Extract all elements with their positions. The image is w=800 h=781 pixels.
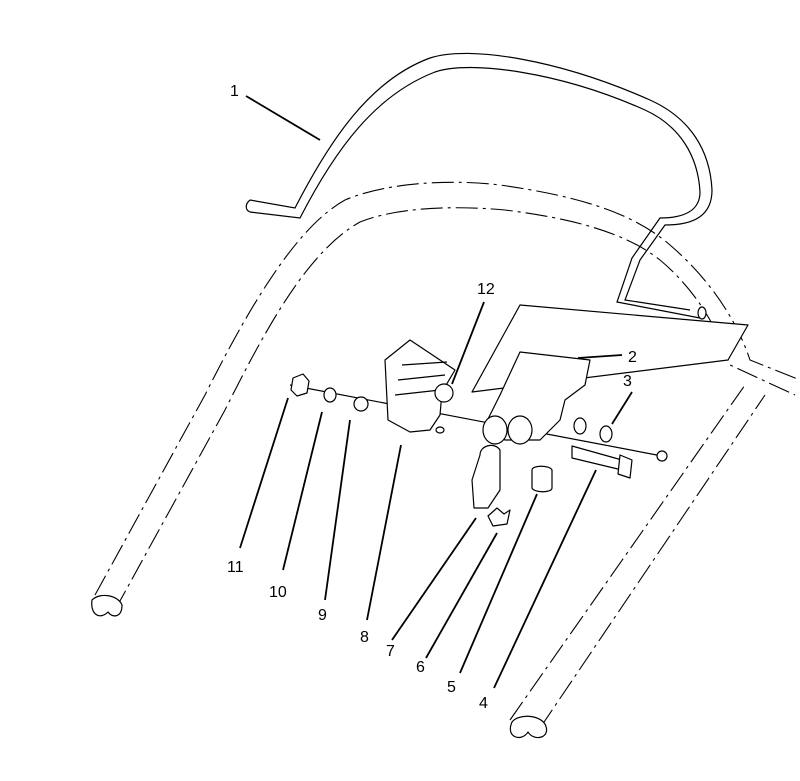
axis-end-hole (656, 450, 668, 462)
mounting-plate-part-2 (471, 304, 749, 445)
leader-7 (391, 517, 477, 641)
leader-4 (493, 469, 597, 689)
callout-1: 1 (230, 83, 239, 100)
nut-part-11 (290, 373, 310, 397)
upper-handle-part-1 (245, 52, 713, 320)
leader-10 (282, 411, 323, 571)
leader-11 (239, 397, 289, 549)
bolt-part-4 (571, 445, 633, 479)
callout-7: 7 (386, 643, 395, 660)
callout-5: 5 (447, 679, 456, 696)
callout-6: 6 (416, 659, 425, 676)
washer-part-10 (323, 387, 337, 403)
callout-9: 9 (318, 607, 327, 624)
washer-part-3b (599, 425, 613, 443)
washer-part-3a (573, 417, 587, 435)
assembly-axis (289, 384, 663, 457)
callout-12: 12 (477, 281, 495, 298)
leader-2 (577, 354, 623, 359)
leader-5 (459, 493, 538, 674)
leader-3 (611, 391, 633, 425)
control-bail-part-8 (384, 339, 456, 434)
callout-3: 3 (623, 373, 632, 390)
leader-1 (245, 95, 321, 141)
leader-6 (425, 532, 498, 659)
washer-part-9 (353, 396, 369, 412)
spacer-part-5 (531, 465, 553, 493)
leader-8 (366, 444, 402, 621)
callout-8: 8 (360, 629, 369, 646)
callout-2: 2 (628, 349, 637, 366)
leader-lines (239, 95, 633, 689)
clip-part-6 (487, 507, 511, 527)
lower-handle (91, 181, 800, 739)
callout-4: 4 (479, 695, 488, 712)
callout-11: 11 (227, 559, 244, 576)
lever-part-7 (471, 444, 501, 509)
pin-part-12 (434, 383, 454, 403)
leader-9 (324, 419, 351, 601)
leader-12 (451, 301, 485, 385)
callout-10: 10 (269, 584, 287, 601)
callout-labels: 1 2 3 4 5 6 7 8 9 10 11 12 (227, 83, 637, 712)
